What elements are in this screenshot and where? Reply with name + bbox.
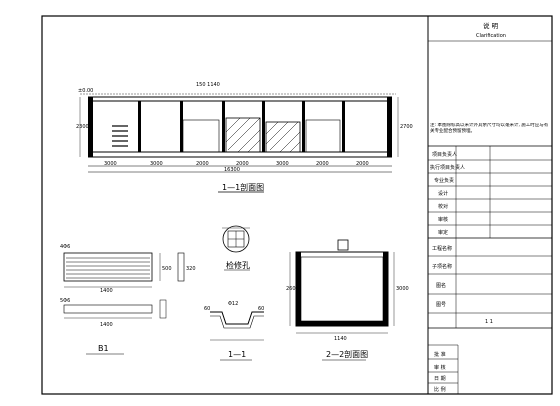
plate-b1-top-rebar: 4Φ6 xyxy=(60,244,70,250)
title-block: 说 明 Clarification 注: 本图除标高以米计外其余尺寸均以毫米计,… xyxy=(427,16,552,394)
plate-b1-height: 500 xyxy=(162,266,172,272)
row-check: 校对 xyxy=(438,203,448,210)
bottom-row-approve: 批 准 xyxy=(434,351,446,358)
row-drawing-no: 图号 xyxy=(436,302,446,308)
svg-text:3000: 3000 xyxy=(396,286,409,292)
detail-1-1: Φ12 60 60 1—1 xyxy=(204,301,264,361)
bottom-row-date: 日 期 xyxy=(434,376,446,382)
detail-1-1-dim-left: 60 xyxy=(204,306,210,312)
svg-text:±0.00: ±0.00 xyxy=(78,88,93,94)
manhole-detail: 检修孔 xyxy=(222,225,250,271)
detail-1-1-rebar: Φ12 xyxy=(228,301,238,307)
drawing-border xyxy=(41,15,553,395)
plate-b1-title: B1 xyxy=(98,344,109,353)
svg-text:3000: 3000 xyxy=(276,161,289,167)
row-project-leader: 项目负责人 xyxy=(432,151,457,158)
plate-b1-bottom-rebar: 5Φ6 xyxy=(60,298,70,304)
svg-text:2700: 2700 xyxy=(400,124,413,130)
svg-text:2300: 2300 xyxy=(76,124,89,130)
svg-text:2000: 2000 xyxy=(316,161,329,167)
svg-text:3000: 3000 xyxy=(150,161,163,167)
svg-text:150 1140: 150 1140 xyxy=(196,82,220,88)
plate-b1-width: 1400 xyxy=(100,322,113,328)
plate-b1: 4Φ6 1400 500 320 5Φ6 1400 B1 xyxy=(60,244,196,355)
section-2-2-title: 2—2剖面图 xyxy=(326,349,368,359)
row-discipline-leader: 专业负责 xyxy=(434,177,454,184)
title-block-header: 说 明 xyxy=(483,21,499,30)
row-project-name: 工程名称 xyxy=(432,245,452,252)
section-2-2-width: 1140 xyxy=(334,336,347,342)
svg-text:3000: 3000 xyxy=(104,161,117,167)
general-note: 注: 本图除标高以米计外其余尺寸均以毫米计, 施工时应与有关专业配合预留预埋。 xyxy=(430,123,549,134)
section-1-1-title: 1—1剖面图 xyxy=(222,182,264,192)
row-exec-leader: 执行项目负责人 xyxy=(430,164,465,171)
plate-b1-side: 320 xyxy=(186,266,196,272)
section-2-2: 2600 3000 1140 2—2剖面图 xyxy=(286,239,409,361)
note-box: 注: 本图除标高以米计外其余尺寸均以毫米计, 施工时应与有关专业配合预留预埋。 xyxy=(430,123,549,134)
section-1-1: 3000 3000 2000 2000 3000 2000 2000 16300 ±0… xyxy=(76,82,413,193)
svg-text:2000: 2000 xyxy=(356,161,369,167)
title-block-header-sub: Clarification xyxy=(476,33,506,39)
drawing-number: 1 1 xyxy=(485,319,493,325)
row-design: 设计 xyxy=(438,190,448,197)
svg-text:1400: 1400 xyxy=(100,288,113,294)
row-subitem-name: 子项名称 xyxy=(432,263,452,270)
svg-text:2000: 2000 xyxy=(196,161,209,167)
svg-text:2600: 2600 xyxy=(286,286,299,292)
row-review: 审核 xyxy=(438,216,448,223)
svg-text:2000: 2000 xyxy=(236,161,249,167)
detail-1-1-title: 1—1 xyxy=(228,350,246,359)
bottom-row-scale: 比 例 xyxy=(434,386,446,393)
row-approve: 审定 xyxy=(438,229,448,236)
svg-text:16300: 16300 xyxy=(224,167,240,173)
row-drawing-name: 图名 xyxy=(436,282,446,289)
manhole-title: 检修孔 xyxy=(226,260,250,270)
detail-1-1-dim-right: 60 xyxy=(258,306,264,312)
bottom-row-review: 审 核 xyxy=(434,364,446,371)
